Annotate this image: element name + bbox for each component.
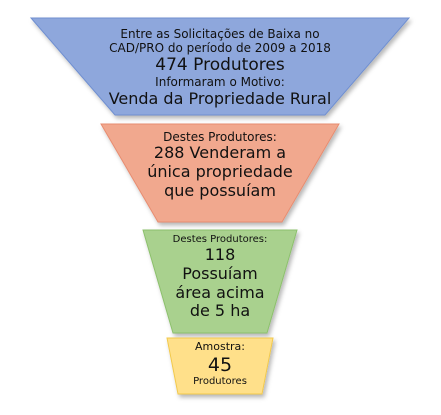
stage-3-trapezoid [142,229,298,334]
stage-2-line-4: que possuíam [164,180,276,200]
stage-1-text: Entre as Solicitações de Baixa no CAD/PR… [60,27,380,108]
stage-2-line-2: 288 Venderam a [153,143,287,163]
stage-1-count: 474 Produtores [155,55,285,76]
stage-3-line-1: Destes Produtores: [172,234,268,245]
stage-2-text: Destes Produtores: 288 Venderam a única … [90,130,350,201]
stage-4-line-1: Amostra: [195,340,245,353]
stage-1-line-4: Informaram o Motivo: [155,75,285,90]
stage-4-trapezoid [166,337,274,395]
stage-2-trapezoid [100,123,340,223]
stage-3-count: 118 [204,244,236,264]
stage-2-line-1: Destes Produtores: [163,130,277,144]
stage-1-line-1: Entre as Solicitações de Baixa no [120,27,320,41]
stage-3-line-4: área acima [175,282,265,302]
stage-1-line-2: CAD/PRO do período de 2009 a 2018 [109,41,331,56]
stage-4-line-3: Produtores [193,376,247,388]
stage-3-line-5: de 5 ha [189,301,251,321]
stage-4-text: Amostra: 45 Produtores [170,340,270,388]
stage-2-line-3: única propriedade [147,162,293,182]
stage-3-line-3: Possuíam [182,263,258,283]
stage-1-trapezoid [29,17,411,116]
stage-3-text: Destes Produtores: 118 Possuíam área aci… [150,234,290,321]
stage-1-line-5: Venda da Propriedade Rural [108,88,332,108]
stage-4-count: 45 [207,353,233,376]
